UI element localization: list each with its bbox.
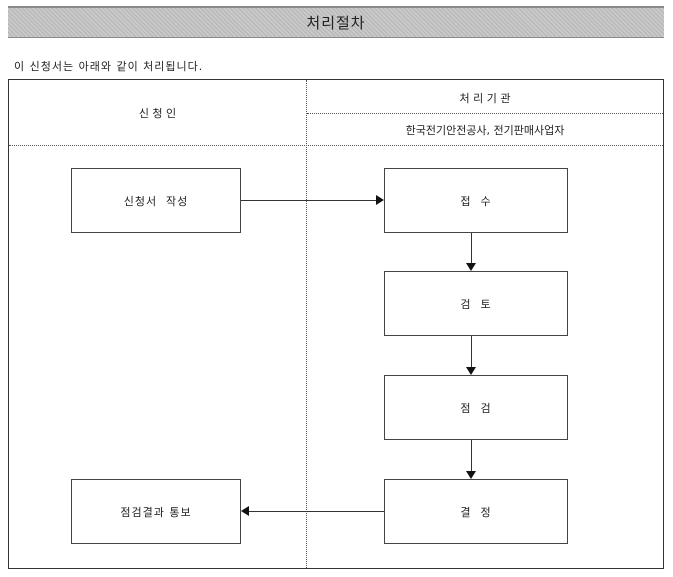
apply-box: 신청서 작성 xyxy=(71,168,241,233)
decide-box: 결 정 xyxy=(384,479,568,544)
arrow-left-icon xyxy=(241,506,249,516)
apply-label: 신청서 작성 xyxy=(123,194,189,208)
notify-box: 점검결과 통보 xyxy=(71,479,241,544)
receive-box: 접 수 xyxy=(384,168,568,233)
agency-header: 처 리 기 관 xyxy=(459,92,511,105)
connector-receive-review xyxy=(471,233,472,263)
connector-inspect-decide xyxy=(471,440,472,471)
agency-names: 한국전기안전공사, 전기판매사업자 xyxy=(405,124,565,137)
arrow-down-icon xyxy=(466,263,476,271)
column-divider xyxy=(306,80,307,568)
connector-review-inspect xyxy=(471,336,472,367)
inspect-label: 점 검 xyxy=(460,401,492,415)
arrow-down-icon xyxy=(466,367,476,375)
header-separator xyxy=(9,145,663,146)
connector-decide-notify xyxy=(249,511,384,512)
intro-text: 이 신청서는 아래와 같이 처리됩니다. xyxy=(14,60,204,73)
review-label: 검 토 xyxy=(460,297,492,311)
procedure-title-bar: 처리절차 xyxy=(8,6,664,38)
applicant-header: 신 청 인 xyxy=(138,107,177,120)
arrow-right-icon xyxy=(376,195,384,205)
procedure-table xyxy=(8,79,664,569)
procedure-title: 처리절차 xyxy=(306,14,366,32)
review-box: 검 토 xyxy=(384,271,568,336)
arrow-down-icon xyxy=(466,471,476,479)
decide-label: 결 정 xyxy=(460,505,492,519)
inspect-box: 점 검 xyxy=(384,375,568,440)
notify-label: 점검결과 통보 xyxy=(120,505,192,519)
connector-apply-receive xyxy=(241,200,376,201)
subheader-separator xyxy=(307,113,663,114)
receive-label: 접 수 xyxy=(460,194,492,208)
